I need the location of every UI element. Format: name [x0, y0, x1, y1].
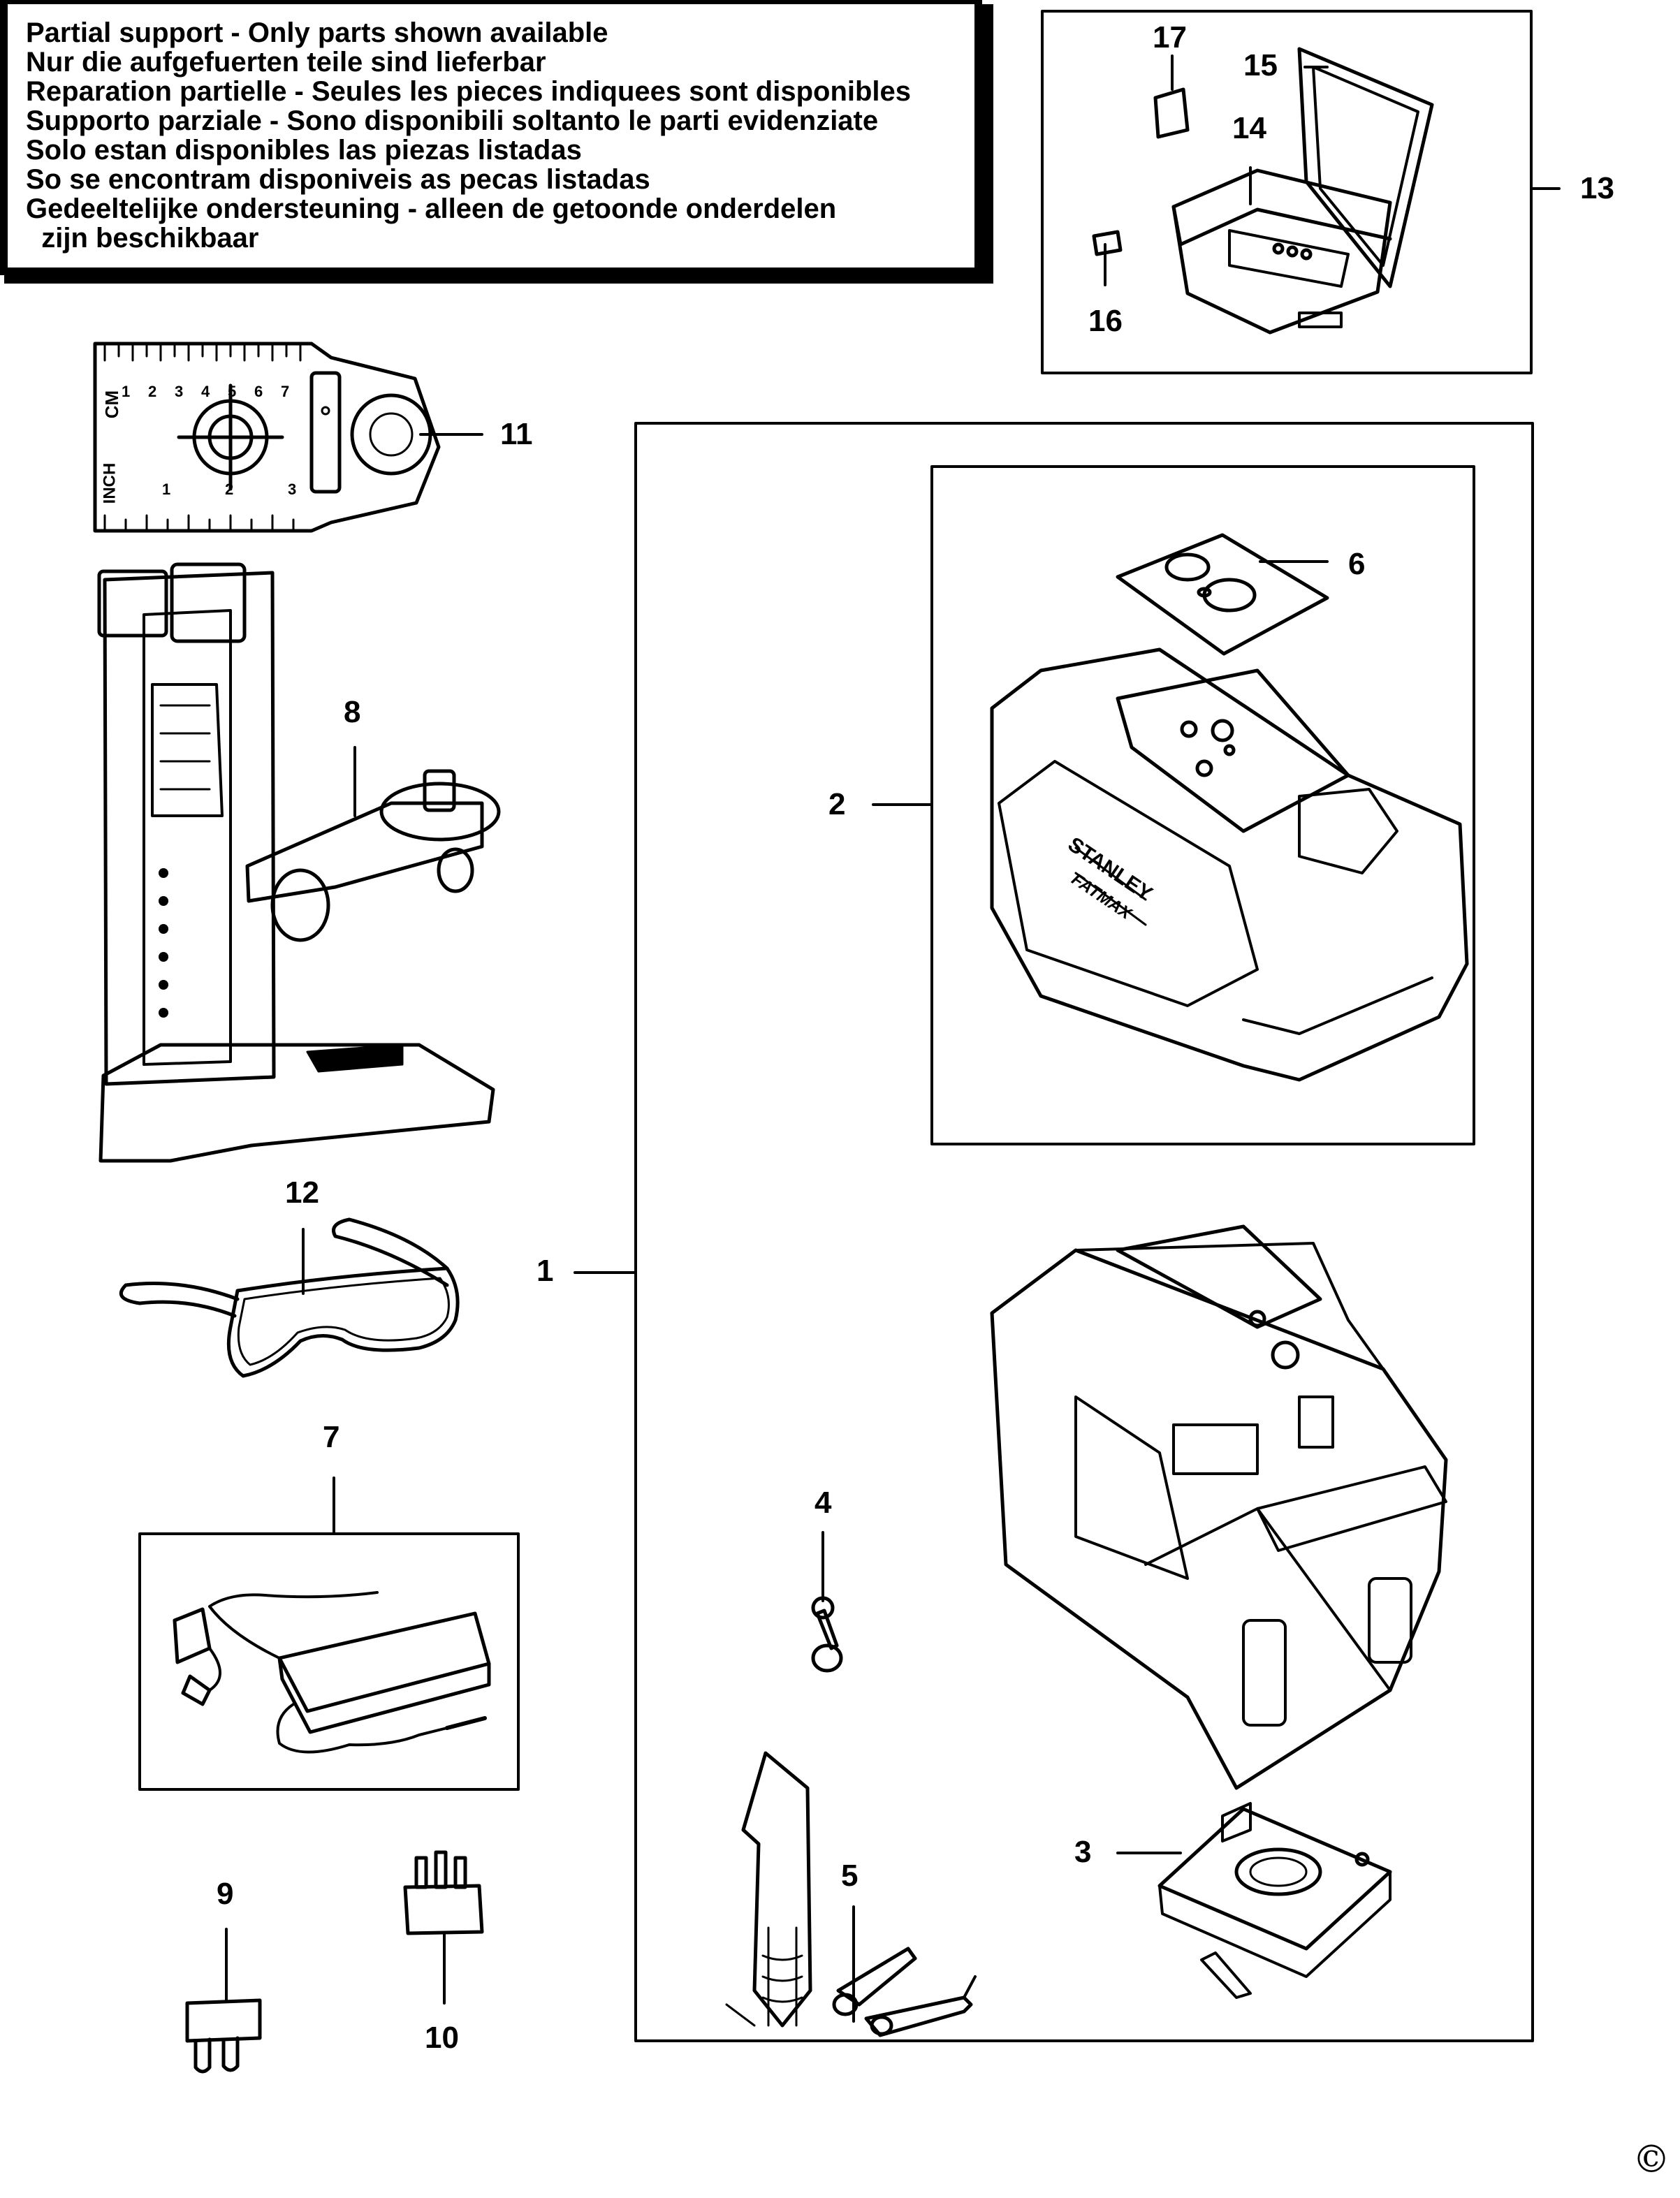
plug-adapter-part-9	[185, 1998, 262, 2074]
notice-line-nl-cont: zijn beschikbaar	[26, 223, 259, 254]
charger-part-7	[173, 1591, 491, 1754]
notice-line-fr: Reparation partielle - Seules les pieces…	[26, 76, 912, 107]
partial-support-notice: Partial support - Only parts shown avail…	[0, 0, 982, 275]
kit-frame	[634, 422, 1534, 2042]
target-magnet	[350, 393, 432, 476]
callout-9: 9	[217, 1877, 234, 1911]
callout-8: 8	[344, 695, 361, 729]
target-card-cm-tick-6: 6	[254, 383, 263, 400]
callout-14: 14	[1232, 111, 1266, 145]
callout-5: 5	[841, 1859, 859, 1893]
case-frame	[1041, 10, 1533, 374]
callout-2: 2	[828, 787, 846, 821]
carry-case-part-13	[1092, 47, 1434, 335]
target-card-cm-tick-4: 4	[201, 383, 210, 400]
callout-6: 6	[1348, 547, 1366, 581]
leader-lines	[225, 54, 1561, 2023]
callout-16: 16	[1088, 304, 1123, 338]
callout-15: 15	[1243, 48, 1278, 82]
gasket-part-6	[1116, 533, 1329, 656]
base-plate-part-3	[1157, 1802, 1392, 1999]
notice-line-pt: So se encontram disponiveis as pecas lis…	[26, 164, 650, 195]
notice-line-es: Solo estan disponibles las piezas listad…	[26, 135, 582, 166]
target-card-cm-tick-2: 2	[148, 383, 157, 400]
callout-7: 7	[323, 1420, 340, 1454]
target-card-cm-tick-7: 7	[281, 383, 290, 400]
goggles-part-12	[119, 1217, 460, 1378]
laser-housing-frame	[930, 465, 1475, 1145]
notice-line-it: Supporto parziale - Sono disponibili sol…	[26, 105, 879, 136]
plug-adapter-part-10	[403, 1850, 484, 1935]
target-card-units-inch: INCH	[100, 462, 119, 504]
target-card-cm-tick-5: 5	[228, 383, 237, 400]
target-card-inch-tick-2: 2	[225, 481, 234, 498]
target-card-cm-tick-3: 3	[175, 383, 184, 400]
callout-4: 4	[815, 1486, 832, 1520]
callout-1: 1	[536, 1254, 554, 1288]
callout-3: 3	[1074, 1835, 1092, 1869]
callout-13: 13	[1580, 171, 1614, 205]
copyright-symbol: ©	[1632, 2137, 1670, 2181]
callout-17: 17	[1153, 20, 1187, 54]
laser-assembly-part-1	[990, 1224, 1448, 1790]
notice-line-nl: Gedeeltelijke ondersteuning - alleen de …	[26, 193, 837, 224]
charger-frame	[138, 1532, 520, 1791]
notice-line-en: Partial support - Only parts shown avail…	[26, 17, 608, 48]
target-card-cm-tick-1: 1	[122, 383, 131, 400]
callout-10: 10	[425, 2021, 459, 2055]
target-card-inch-tick-1: 1	[162, 481, 171, 498]
case-insert-part-17	[1153, 87, 1190, 139]
case-latch-part-16	[1092, 230, 1123, 256]
pendulum-lock-part-5	[725, 1751, 977, 2037]
notice-line-de: Nur die aufgefuerten teile sind lieferba…	[26, 47, 546, 78]
laser-housing-part-2	[990, 647, 1469, 1082]
callout-12: 12	[285, 1175, 319, 1210]
target-card-units-cm: CM	[101, 390, 123, 419]
target-card-part-11	[93, 342, 441, 533]
wall-mount-part-8	[97, 562, 501, 1163]
callout-11: 11	[500, 417, 533, 451]
pin-part-4	[811, 1596, 843, 1673]
target-card-inch-tick-3: 3	[288, 481, 297, 498]
